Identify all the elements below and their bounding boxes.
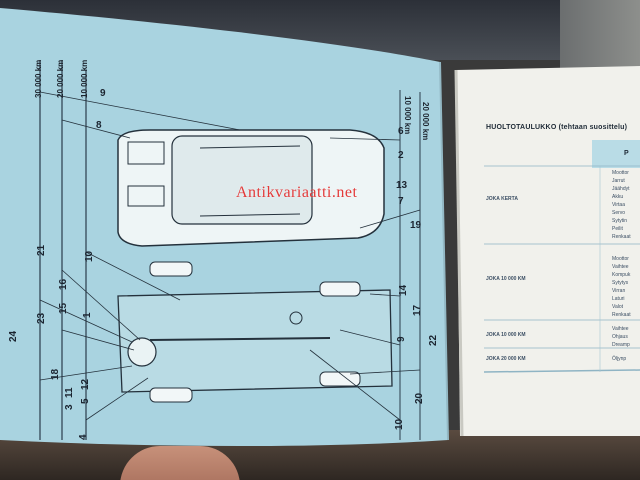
row-item: Moottor: [612, 256, 629, 262]
row-item: Renkaat: [612, 312, 631, 318]
row-item: Servo: [612, 210, 626, 216]
watermark-text: Antikvariaatti.net: [236, 184, 358, 201]
row-item: Sytytys: [612, 280, 629, 286]
row-item: Jarrut: [612, 178, 625, 184]
km-label-30000: 30 000 km: [34, 59, 43, 98]
row-label: JOKA KERTA: [486, 196, 518, 202]
callout-number: 23: [36, 312, 47, 324]
callout-number: 4: [78, 434, 89, 440]
table-title: HUOLTOTAULUKKO (tehtaan suosittelu): [486, 124, 628, 131]
km-label-20000: 20 000 km: [56, 59, 65, 98]
thumb: [120, 446, 240, 480]
km-label-lower-20000: 20 000 km: [421, 102, 430, 141]
table-col-header: P: [624, 150, 629, 157]
callout-number: 19: [410, 220, 422, 231]
callout-number: 7: [398, 196, 404, 207]
callout-number: 2: [398, 150, 404, 161]
row-item: Valot: [612, 304, 624, 310]
callout-number: 5: [80, 398, 91, 404]
callout-number: 9: [396, 336, 407, 342]
callout-number: 6: [398, 126, 404, 137]
row-item: Ohjaus: [612, 334, 628, 340]
callout-number: 17: [412, 304, 423, 316]
callout-number: 18: [50, 368, 61, 380]
km-label-lower-10000: 10 000 km: [403, 96, 412, 135]
row-item: Laturi: [612, 296, 625, 302]
row-label: JOKA 10 000 KM: [486, 276, 526, 282]
callout-number: 9: [100, 88, 106, 99]
callout-number: 15: [58, 302, 69, 314]
callout-number: 16: [58, 278, 69, 290]
callout-number: 12: [80, 378, 91, 390]
km-label-10000: 10 000 km: [80, 59, 89, 98]
callout-number: 10: [84, 250, 95, 262]
row-item: Dreamp: [612, 342, 630, 348]
callout-number: 1: [82, 312, 93, 318]
callout-number: 22: [428, 334, 439, 346]
callout-number: 3: [64, 404, 75, 410]
row-item: Peilit: [612, 226, 623, 232]
row-item: Kompuk: [612, 272, 631, 278]
callout-number: 11: [64, 387, 75, 398]
row-item: Jäähdyt: [612, 186, 630, 192]
row-item: Renkaat: [612, 234, 631, 240]
callout-number: 20: [414, 392, 425, 404]
callout-number: 8: [96, 120, 102, 131]
callout-number: 24: [8, 330, 19, 342]
callout-number: 14: [398, 284, 409, 296]
row-label: JOKA 10 000 KM: [486, 332, 526, 338]
callout-number: 10: [394, 418, 405, 430]
row-item: Vaihtee: [612, 264, 629, 270]
row-item: Virran: [612, 288, 626, 294]
row-item: Öljynp: [612, 356, 627, 362]
row-item: Moottor: [612, 170, 629, 176]
callout-number: 21: [36, 244, 47, 256]
row-item: Vaihtee: [612, 326, 629, 332]
row-label: JOKA 20 000 KM: [486, 356, 526, 362]
callout-number: 13: [396, 180, 408, 191]
row-item: Virtaa: [612, 202, 625, 208]
row-item: Akku: [612, 194, 624, 200]
row-item: Sytytin: [612, 218, 628, 224]
